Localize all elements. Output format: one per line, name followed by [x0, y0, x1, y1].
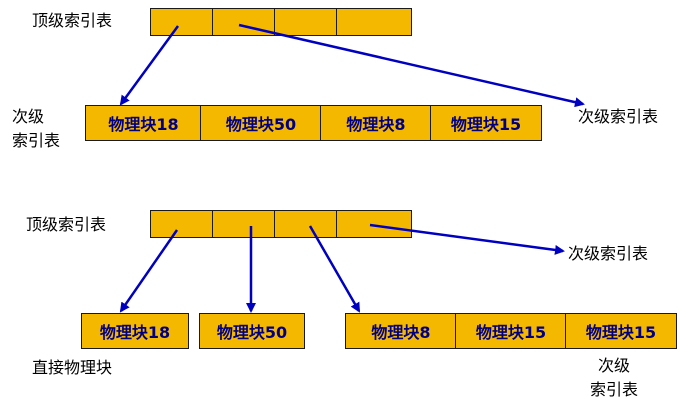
arrow-bottom-cell1-to-direct	[119, 229, 179, 313]
bottom-index-cell-1	[150, 210, 213, 238]
arrow-bottom-cell3-to-secondary	[308, 225, 361, 313]
bottom-secondary-label-line1: 次级	[598, 356, 631, 375]
direct-block-2: 物理块50	[199, 313, 305, 349]
secondary-block-3: 物理块15	[565, 313, 677, 349]
secondary-block-2: 物理块15	[455, 313, 567, 349]
secondary-index-label-left-line2: 索引表	[12, 131, 61, 150]
bottom-secondary-index-label-right: 次级索引表	[568, 244, 649, 263]
secondary-index-label-left-line1: 次级	[12, 107, 45, 126]
bottom-top-index-label: 顶级索引表	[26, 215, 107, 234]
top-block-4: 物理块15	[430, 105, 542, 141]
top-block-2: 物理块50	[200, 105, 322, 141]
bottom-index-cell-4	[336, 210, 412, 238]
arrow-bottom-cell4-to-secondary-right	[369, 223, 565, 255]
arrow-top-to-block	[119, 25, 180, 106]
top-index-label: 顶级索引表	[32, 11, 113, 30]
top-block-1: 物理块18	[85, 105, 202, 141]
top-index-cell-4	[336, 8, 412, 36]
direct-block-1: 物理块18	[81, 313, 189, 349]
arrow-top-to-secondary-right	[238, 23, 585, 108]
bottom-secondary-label-line2: 索引表	[590, 380, 639, 399]
direct-block-label: 直接物理块	[32, 358, 113, 377]
bottom-index-cell-3	[274, 210, 337, 238]
secondary-index-label-right: 次级索引表	[578, 107, 659, 126]
